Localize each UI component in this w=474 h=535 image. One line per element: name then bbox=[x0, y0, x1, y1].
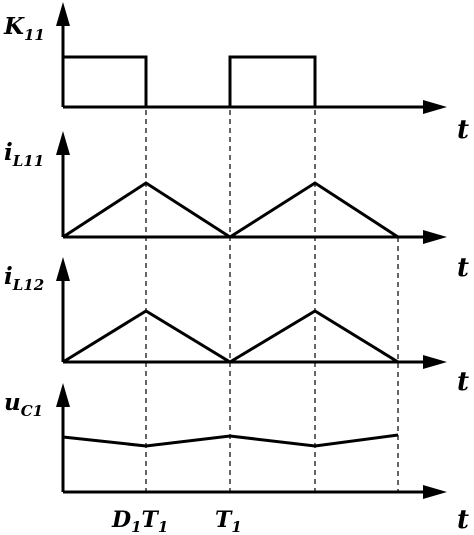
il11-x-arrow bbox=[423, 230, 447, 244]
k11-pulse-2 bbox=[228, 55, 317, 107]
panel-k11: K11 t bbox=[3, 2, 469, 145]
k11-label: K11 bbox=[3, 13, 45, 44]
uc1-label: uC1 bbox=[4, 389, 43, 420]
il11-label: iL11 bbox=[4, 139, 44, 170]
il12-x-arrow bbox=[423, 355, 447, 369]
k11-pulse-1 bbox=[61, 55, 148, 107]
il11-t-label: t bbox=[457, 253, 469, 283]
il12-y-arrow bbox=[56, 257, 70, 281]
il12-t-label: t bbox=[457, 367, 469, 397]
uc1-y-arrow bbox=[56, 383, 70, 407]
panel-il12: iL12 t bbox=[4, 257, 469, 397]
il11-y-arrow bbox=[56, 131, 70, 155]
panel-il11: iL11 t bbox=[4, 131, 469, 283]
panel-uc1: uC1 t bbox=[4, 383, 469, 535]
tick-d1t1: D1T1 bbox=[111, 507, 168, 535]
k11-y-arrow bbox=[56, 2, 70, 26]
reference-lines bbox=[145, 110, 399, 492]
k11-t-label: t bbox=[457, 115, 469, 145]
k11-x-arrow bbox=[423, 100, 447, 114]
tick-t1: T1 bbox=[215, 507, 242, 535]
uc1-t-label: t bbox=[457, 505, 469, 535]
il12-label: iL12 bbox=[4, 263, 44, 294]
uc1-x-arrow bbox=[423, 485, 447, 499]
